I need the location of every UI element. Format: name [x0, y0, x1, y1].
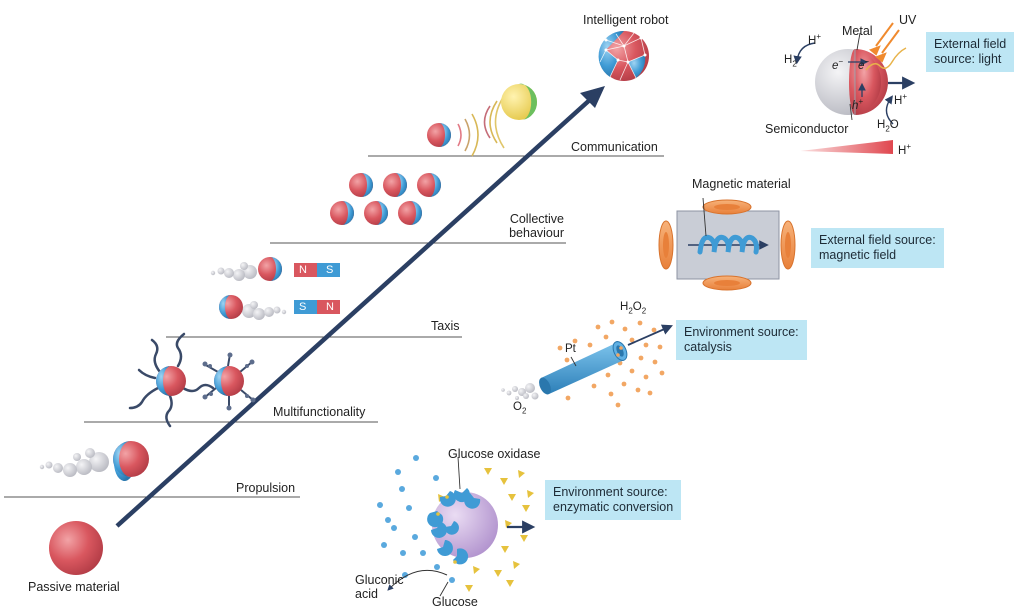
magnet-sn-n: N — [326, 301, 334, 313]
magnet-sn-s: S — [299, 301, 307, 313]
label-glucose: Glucose — [432, 595, 478, 609]
progress-arrow — [115, 86, 605, 528]
catalysis-source-line1: Environment source: — [684, 325, 799, 339]
label-gluconic-line2: acid — [355, 587, 378, 601]
magnet-ns-s: S — [326, 264, 334, 276]
label-multifunctionality: Multifunctionality — [273, 405, 366, 419]
label-collective-line1: Collective — [509, 212, 564, 226]
label-collective: Collective behaviour — [484, 212, 564, 240]
magnet-sn — [294, 300, 340, 314]
enzyme-motor — [387, 456, 536, 597]
catalysis-source-box: Environment source: catalysis — [676, 320, 807, 360]
collective-swarm — [330, 173, 441, 225]
label-electron-right: e− — [858, 57, 870, 72]
taxis-particle-1 — [210, 257, 282, 281]
pt-microtube — [501, 324, 673, 400]
light-source-line1: External field — [934, 37, 1007, 51]
label-passive-material: Passive material — [28, 580, 120, 594]
label-gluconic-line1: Gluconic — [355, 573, 404, 587]
proton-gradient-ramp — [800, 140, 893, 154]
signal-waves — [457, 95, 505, 157]
communication-pair — [427, 83, 538, 157]
label-glucose-oxidase: Glucose oxidase — [448, 447, 541, 461]
label-propulsion: Propulsion — [236, 481, 296, 495]
label-h2o2: H2O2 — [620, 301, 647, 316]
magnetic-source-line2: magnetic field — [819, 248, 897, 262]
enzyme-source-line1: Environment source: — [553, 485, 668, 499]
propulsion-trail — [39, 448, 109, 477]
photocatalytic-janus — [793, 32, 916, 125]
label-electron-left: e− — [832, 57, 844, 72]
label-h2o: H2O — [877, 119, 899, 134]
catalysis-dots — [552, 319, 665, 408]
catalysis-source-line2: catalysis — [684, 340, 732, 354]
light-source-box: External field source: light — [926, 32, 1015, 72]
propulsion-particle — [39, 441, 149, 482]
label-communication: Communication — [571, 140, 658, 154]
label-o2: O2 — [513, 401, 527, 416]
label-hole: h+ — [852, 97, 864, 112]
enzyme-source-box: Environment source: enzymatic conversion — [545, 480, 682, 520]
label-hplus-top: H+ — [808, 32, 821, 47]
magnetic-source-line1: External field source: — [819, 233, 936, 247]
magnetic-source-box: External field source: magnetic field — [811, 228, 944, 268]
glucose-dots — [377, 455, 455, 583]
label-taxis: Taxis — [431, 319, 460, 333]
label-uv: UV — [899, 13, 917, 27]
label-hplus-right: H+ — [894, 92, 907, 107]
label-hplus-ramp: H+ — [898, 142, 911, 157]
label-h2: H2 — [784, 54, 797, 69]
label-magnetic-material: Magnetic material — [692, 177, 791, 191]
label-intelligent-robot: Intelligent robot — [583, 13, 669, 27]
taxis-particle-2 — [219, 295, 287, 320]
uv-rays — [869, 22, 900, 63]
label-metal: Metal — [842, 24, 873, 38]
light-source-line2: source: light — [934, 52, 1002, 66]
magnet-ns — [294, 263, 340, 277]
gluconic-acid-triangles — [438, 468, 534, 592]
label-gluconic-acid: Gluconic acid — [355, 573, 404, 601]
enzyme-source-line2: enzymatic conversion — [553, 500, 674, 514]
label-semiconductor: Semiconductor — [765, 122, 849, 136]
label-collective-line2: behaviour — [509, 226, 564, 240]
passive-particle — [49, 521, 103, 575]
multifunctional-particle-2 — [202, 352, 256, 411]
intelligent-robot — [598, 30, 649, 81]
multifunctional-particle-1 — [128, 332, 215, 428]
magnet-ns-n: N — [299, 264, 307, 276]
label-pt: Pt — [565, 343, 576, 355]
helmholtz-coils — [658, 197, 796, 291]
